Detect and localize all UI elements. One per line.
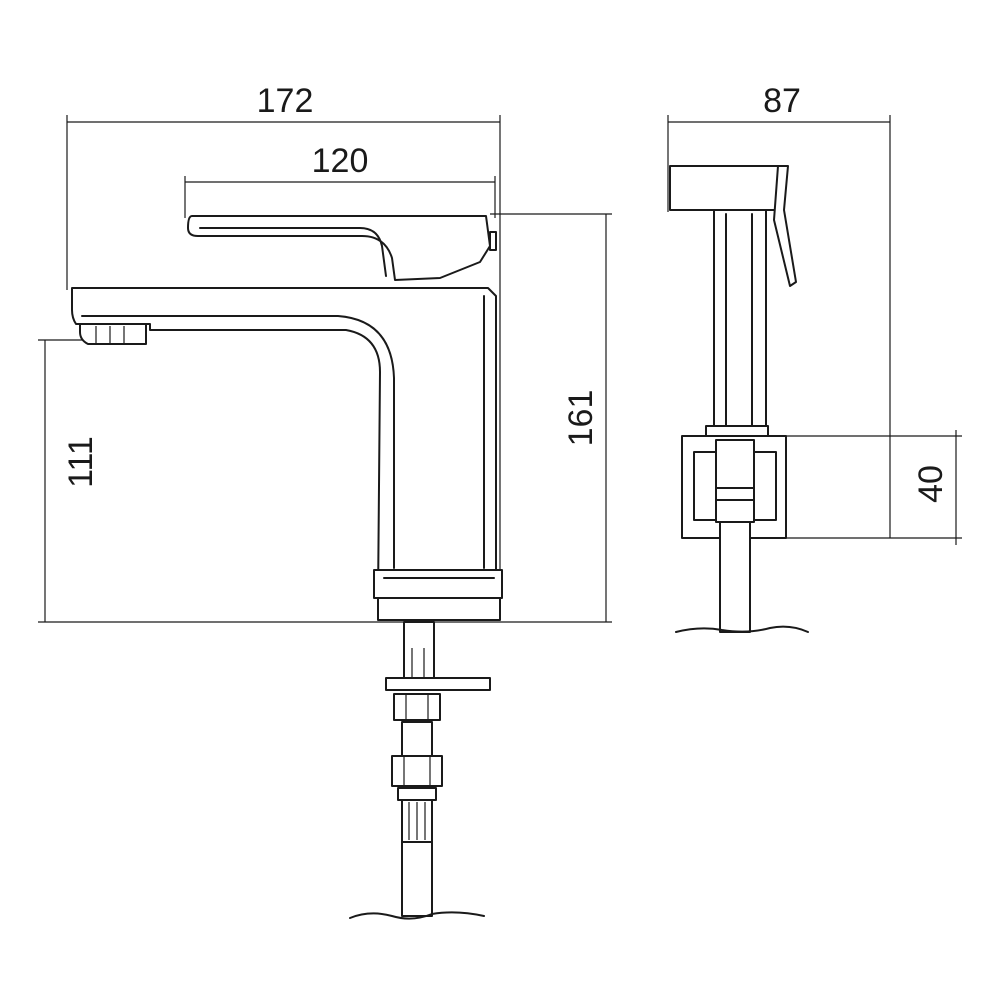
trigger-lever bbox=[773, 165, 797, 287]
hose-tube-upper bbox=[401, 721, 433, 757]
hose-hex-nut bbox=[391, 755, 443, 787]
body-inner-contour bbox=[81, 295, 485, 569]
faucet-body bbox=[71, 287, 497, 601]
dimension-lever-length: 120 bbox=[184, 142, 496, 218]
faucet-drawing bbox=[71, 215, 503, 920]
dimension-spout-height: 111 bbox=[38, 339, 612, 623]
hose-pipe bbox=[401, 841, 433, 917]
dim-label-40: 40 bbox=[912, 465, 950, 503]
lever-handle bbox=[187, 215, 491, 281]
holder-left-arm bbox=[693, 451, 717, 521]
hose-collar bbox=[397, 787, 437, 801]
dim-label-161: 161 bbox=[562, 390, 600, 447]
wall-break-line bbox=[675, 625, 809, 633]
shower-handle bbox=[713, 209, 767, 433]
dim-label-172: 172 bbox=[257, 82, 314, 120]
dimension-hand-shower-width: 87 bbox=[667, 82, 891, 538]
fixing-nut bbox=[393, 693, 441, 721]
dim-label-120: 120 bbox=[312, 142, 369, 180]
shower-hose bbox=[719, 521, 751, 633]
hand-shower-drawing bbox=[669, 165, 809, 633]
lever-inner-line bbox=[199, 227, 387, 277]
lever-pin bbox=[489, 231, 497, 251]
fixing-plate bbox=[385, 677, 491, 691]
dimension-overall-width: 172 bbox=[66, 82, 501, 600]
aerator bbox=[79, 323, 147, 345]
dimension-total-height: 161 bbox=[490, 213, 612, 622]
hose-nut bbox=[715, 487, 755, 501]
dim-label-111: 111 bbox=[62, 436, 100, 488]
holder-center bbox=[715, 439, 755, 523]
base-ring bbox=[373, 569, 503, 599]
holder-right-arm bbox=[753, 451, 777, 521]
mounting-stud bbox=[403, 621, 435, 681]
shower-head bbox=[669, 165, 787, 211]
counter-break-line bbox=[349, 911, 485, 920]
dim-label-87: 87 bbox=[763, 82, 801, 120]
base-plate bbox=[377, 597, 501, 621]
